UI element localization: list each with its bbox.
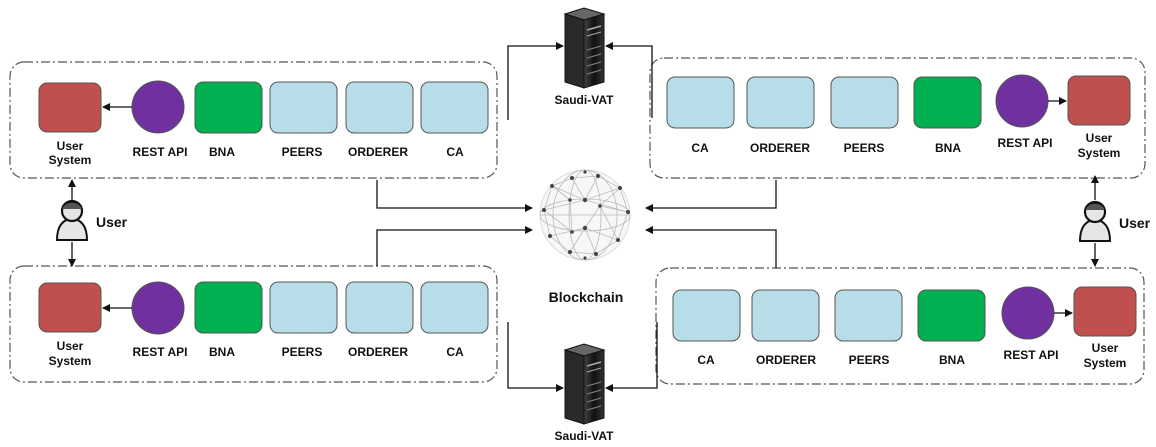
- server-icon: [563, 7, 606, 89]
- peers-box-br: [834, 289, 903, 342]
- rest-api-node-bl: [131, 281, 185, 335]
- connector-br-to-blockchain: [645, 226, 777, 268]
- user-label-left: User: [96, 214, 128, 230]
- connector-bl-to-blockchain: [376, 226, 533, 266]
- org-group-bottom-left: [9, 265, 498, 383]
- connector-tl-to-vat: [507, 42, 564, 120]
- ca-box-br: [672, 289, 741, 342]
- user-system-label-tl-1: User: [57, 139, 84, 153]
- user-system-label-tl-2: System: [49, 153, 92, 167]
- orderer-box-br: [751, 289, 820, 342]
- connector-tr-to-blockchain: [645, 180, 777, 212]
- bna-box-bl: [194, 281, 263, 334]
- orderer-label-br: ORDERER: [756, 353, 816, 367]
- connector-tr-to-vat: [605, 42, 653, 118]
- peers-label-tr: PEERS: [844, 141, 885, 155]
- peers-label-bl: PEERS: [282, 345, 323, 359]
- user-system-box-bl: [38, 282, 102, 333]
- peers-label-tl: PEERS: [282, 145, 323, 159]
- ca-label-br: CA: [697, 353, 715, 367]
- ca-box-bl: [420, 281, 489, 334]
- bna-label-tl: BNA: [209, 145, 235, 159]
- peers-box-bl: [269, 281, 338, 334]
- ca-box-tl: [420, 81, 489, 134]
- rest-api-node-br: [1001, 286, 1055, 340]
- saudi-vat-label-bottom: Saudi-VAT: [555, 429, 615, 443]
- rest-api-label-tr: REST API: [998, 136, 1053, 150]
- orderer-label-tr: ORDERER: [750, 141, 810, 155]
- connector-tl-to-blockchain: [376, 180, 533, 212]
- rest-api-label-br: REST API: [1004, 348, 1059, 362]
- org-group-bottom-right: [655, 267, 1145, 385]
- rest-api-label-bl: REST API: [133, 345, 188, 359]
- connector-br-to-vat: [605, 322, 658, 392]
- user-system-label-tr-2: System: [1078, 146, 1121, 160]
- user-system-label-bl-1: User: [57, 339, 84, 353]
- rest-api-label-tl: REST API: [133, 145, 188, 159]
- orderer-box-bl: [345, 281, 414, 334]
- org-group-top-left: [9, 61, 498, 179]
- user-system-box-tl: [38, 82, 102, 133]
- connector-bl-to-vat: [507, 322, 564, 392]
- user-system-box-br: [1073, 286, 1137, 337]
- bna-box-tl: [194, 81, 263, 134]
- bna-box-br: [917, 289, 986, 342]
- user-system-label-tr-1: User: [1086, 131, 1113, 145]
- orderer-label-tl: ORDERER: [348, 145, 408, 159]
- bna-box-tr: [913, 76, 982, 129]
- user-label-right: User: [1119, 215, 1151, 231]
- bna-label-tr: BNA: [935, 141, 961, 155]
- server-icon: [563, 343, 606, 425]
- ca-box-tr: [666, 76, 735, 129]
- peers-label-br: PEERS: [849, 353, 890, 367]
- rest-api-node-tr: [995, 74, 1049, 128]
- user-icon: [55, 199, 89, 241]
- orderer-box-tr: [746, 76, 815, 129]
- user-system-label-br-1: User: [1092, 341, 1119, 355]
- blockchain-globe-icon: [539, 169, 631, 261]
- orderer-label-bl: ORDERER: [348, 345, 408, 359]
- ca-label-tl: CA: [446, 145, 464, 159]
- ca-label-bl: CA: [446, 345, 464, 359]
- user-system-label-bl-2: System: [49, 354, 92, 368]
- user-system-box-tr: [1067, 75, 1131, 126]
- org-group-top-right: [649, 57, 1146, 179]
- blockchain-label: Blockchain: [549, 289, 624, 305]
- ca-label-tr: CA: [691, 141, 709, 155]
- bna-label-br: BNA: [939, 353, 965, 367]
- bna-label-bl: BNA: [209, 345, 235, 359]
- peers-box-tl: [269, 81, 338, 134]
- peers-box-tr: [830, 76, 899, 129]
- saudi-vat-label-top: Saudi-VAT: [555, 93, 615, 107]
- user-system-label-br-2: System: [1084, 356, 1127, 370]
- rest-api-node-tl: [131, 80, 185, 134]
- user-icon: [1078, 200, 1112, 242]
- orderer-box-tl: [345, 81, 414, 134]
